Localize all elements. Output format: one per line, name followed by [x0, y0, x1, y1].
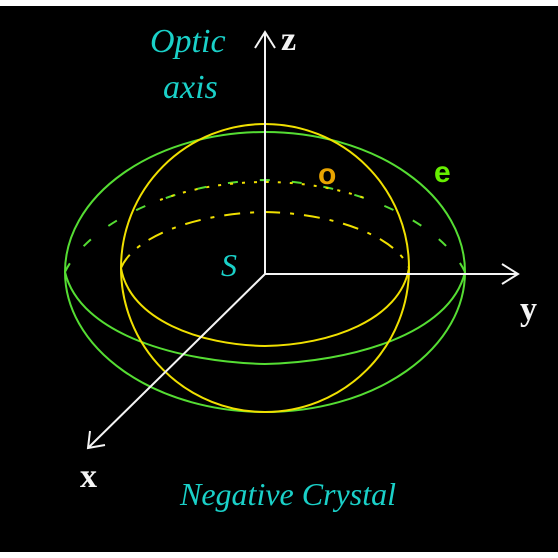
ordinary-surface-label: o	[318, 158, 336, 191]
extraordinary-surface-label: e	[434, 156, 451, 189]
z-axis-label: z	[281, 21, 296, 58]
diagram-caption: Negative Crystal	[179, 476, 396, 512]
z-axis-arrowhead	[254, 30, 276, 49]
ordinary-equator-front	[120, 267, 410, 348]
origin-label: S	[221, 247, 237, 283]
optic-axis-label-line1: Optic	[150, 23, 226, 60]
x-axis-arrowhead	[86, 430, 106, 450]
x-axis-line	[87, 273, 266, 449]
extraordinary-equator-front	[64, 271, 466, 366]
x-axis-label: x	[80, 458, 97, 495]
y-axis-label: y	[520, 291, 537, 328]
y-axis-arrowhead	[501, 263, 520, 285]
ordinary-upper-dotted	[159, 180, 371, 201]
coordinate-axes	[86, 30, 520, 450]
optic-axis-label-line2: axis	[163, 69, 218, 106]
